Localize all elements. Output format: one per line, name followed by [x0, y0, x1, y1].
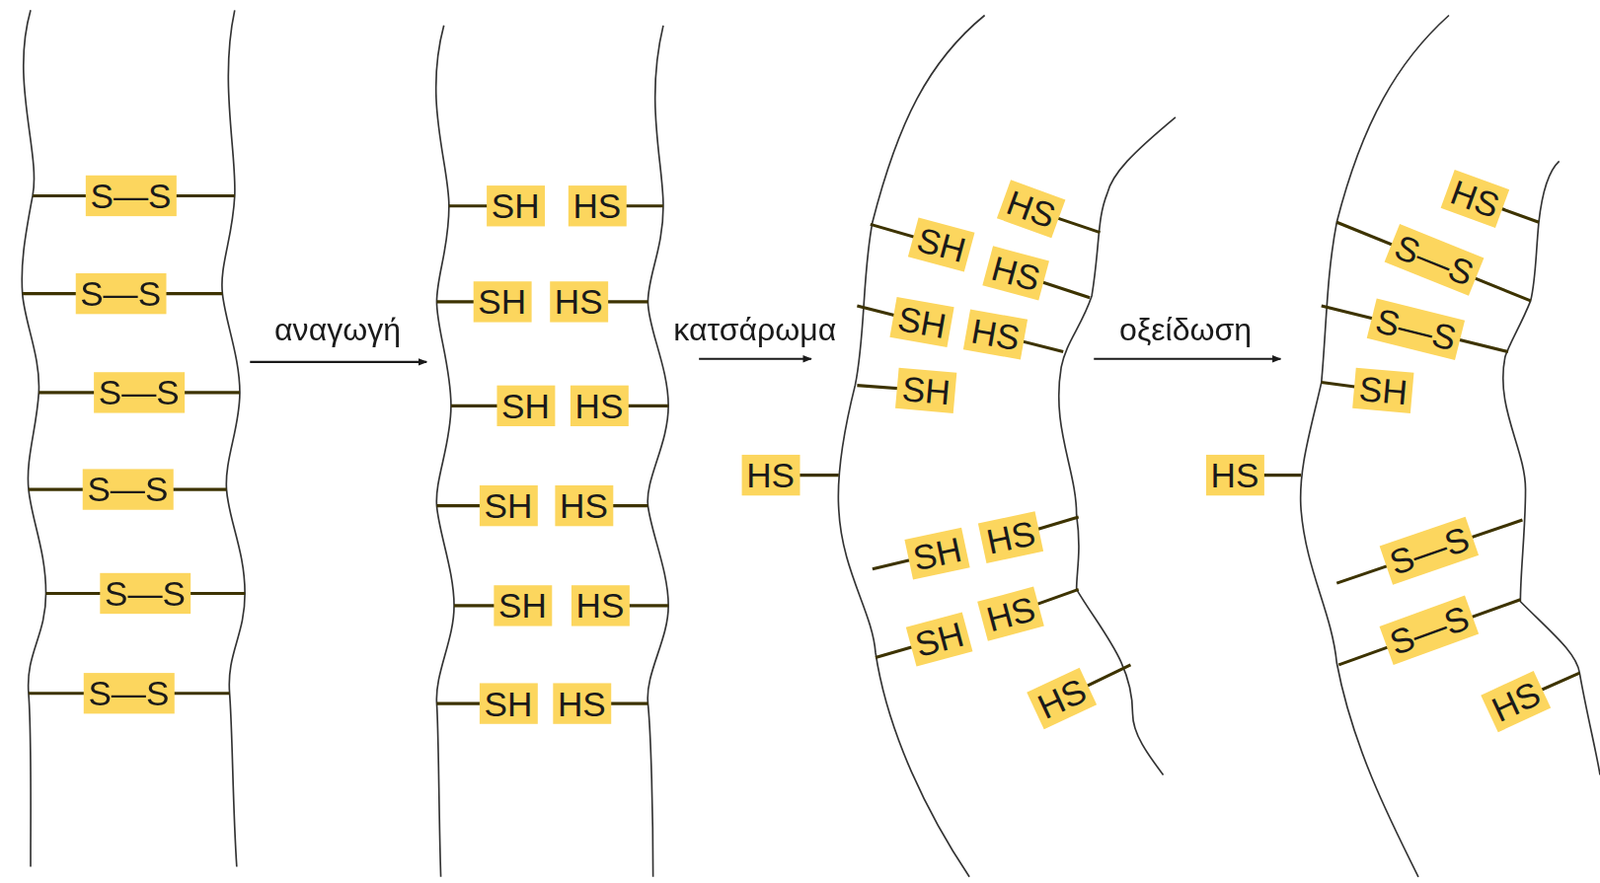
thiol-group-box: SH [493, 585, 552, 626]
group-text: HS [1211, 456, 1260, 495]
thiol-group-box: HS [1480, 671, 1551, 733]
thiol-group-box: HS [1026, 668, 1097, 730]
group-text: S—S [1383, 519, 1473, 583]
group-text: SH [498, 586, 547, 625]
thiol-group-box: HS [567, 185, 626, 227]
group-text: SH [484, 684, 534, 723]
thiol-group-box: HS [569, 385, 628, 427]
thiol-group-box: SH [904, 528, 970, 581]
thiol-group-box: SH [895, 368, 958, 414]
group-text: HS [987, 248, 1044, 300]
step-label: κατσάρωμα [671, 312, 839, 348]
thiol-group-box: HS [962, 308, 1027, 360]
thiol-group-box: S—S [1366, 299, 1465, 361]
group-text: S—S [86, 469, 168, 509]
group-text: SH [909, 530, 965, 579]
group-text: SH [900, 369, 952, 412]
thiol-group-box: HS [982, 245, 1050, 301]
group-text: HS [1031, 671, 1092, 727]
group-text: HS [983, 513, 1039, 562]
group-text: SH [894, 299, 949, 346]
thiol-group-box: SH [907, 217, 975, 272]
group-text: HS [968, 310, 1023, 358]
thiol-group-box: S—S [84, 175, 176, 217]
thiol-group-box: SH [496, 385, 555, 427]
group-text: SH [477, 282, 527, 321]
group-text: HS [576, 586, 625, 625]
thiol-group-box: HS [549, 281, 609, 322]
step-label: αναγωγή [272, 312, 403, 348]
thiol-group-box: S—S [99, 573, 191, 614]
thiol-group-box: S—S [1383, 224, 1484, 297]
thiol-group-box: SH [478, 683, 537, 724]
group-text: SH [911, 614, 968, 666]
thiol-group-box: S—S [93, 372, 185, 413]
thiol-group-box: S—S [1378, 517, 1479, 586]
group-text: SH [501, 386, 550, 426]
thiol-group-box: HS [741, 455, 800, 496]
thiol-group-box: HS [570, 585, 629, 626]
thiol-group-box: HS [1440, 169, 1510, 229]
group-text: S—S [79, 274, 161, 313]
group-text: SH [491, 186, 540, 226]
group-text: S—S [1371, 301, 1460, 359]
thiol-group-box: S—S [81, 468, 173, 510]
group-text: HS [1445, 172, 1504, 227]
group-text: S—S [98, 373, 180, 412]
thiol-group-box: HS [995, 179, 1066, 238]
thiol-group-box: HS [977, 511, 1043, 564]
group-text: S—S [89, 176, 171, 216]
group-text: S—S [1383, 598, 1474, 663]
group-text: HS [557, 684, 607, 723]
group-text: HS [575, 386, 624, 426]
thiol-group-box: HS [554, 485, 613, 527]
group-text: SH [1357, 369, 1409, 412]
group-text: SH [484, 486, 534, 526]
thiol-group-box: HS [1205, 455, 1264, 496]
group-text: HS [559, 486, 609, 526]
thiol-group-box: S—S [82, 673, 174, 714]
thiol-group-box: SH [472, 281, 532, 322]
group-text: HS [1485, 674, 1546, 730]
thiol-group-box: HS [977, 587, 1045, 642]
thiol-group-box: SH [889, 297, 954, 348]
group-text: S—S [87, 674, 169, 713]
group-text: HS [1001, 182, 1061, 236]
group-text: SH [913, 220, 970, 271]
thiol-group-box: S—S [75, 273, 166, 314]
thiol-group-box: SH [905, 611, 973, 667]
group-text: HS [572, 186, 621, 226]
group-text: S—S [104, 574, 186, 613]
thiol-group-box: SH [478, 485, 537, 527]
thiol-group-box: SH [486, 185, 545, 227]
group-text: HS [554, 282, 604, 321]
step-label: οξείδωση [1117, 312, 1254, 348]
thiol-group-box: S—S [1378, 595, 1479, 665]
thiol-group-box: HS [552, 683, 611, 724]
group-text: S—S [1388, 227, 1479, 294]
group-text: HS [982, 589, 1039, 640]
group-text: HS [746, 456, 795, 495]
thiol-group-box: SH [1352, 368, 1415, 414]
